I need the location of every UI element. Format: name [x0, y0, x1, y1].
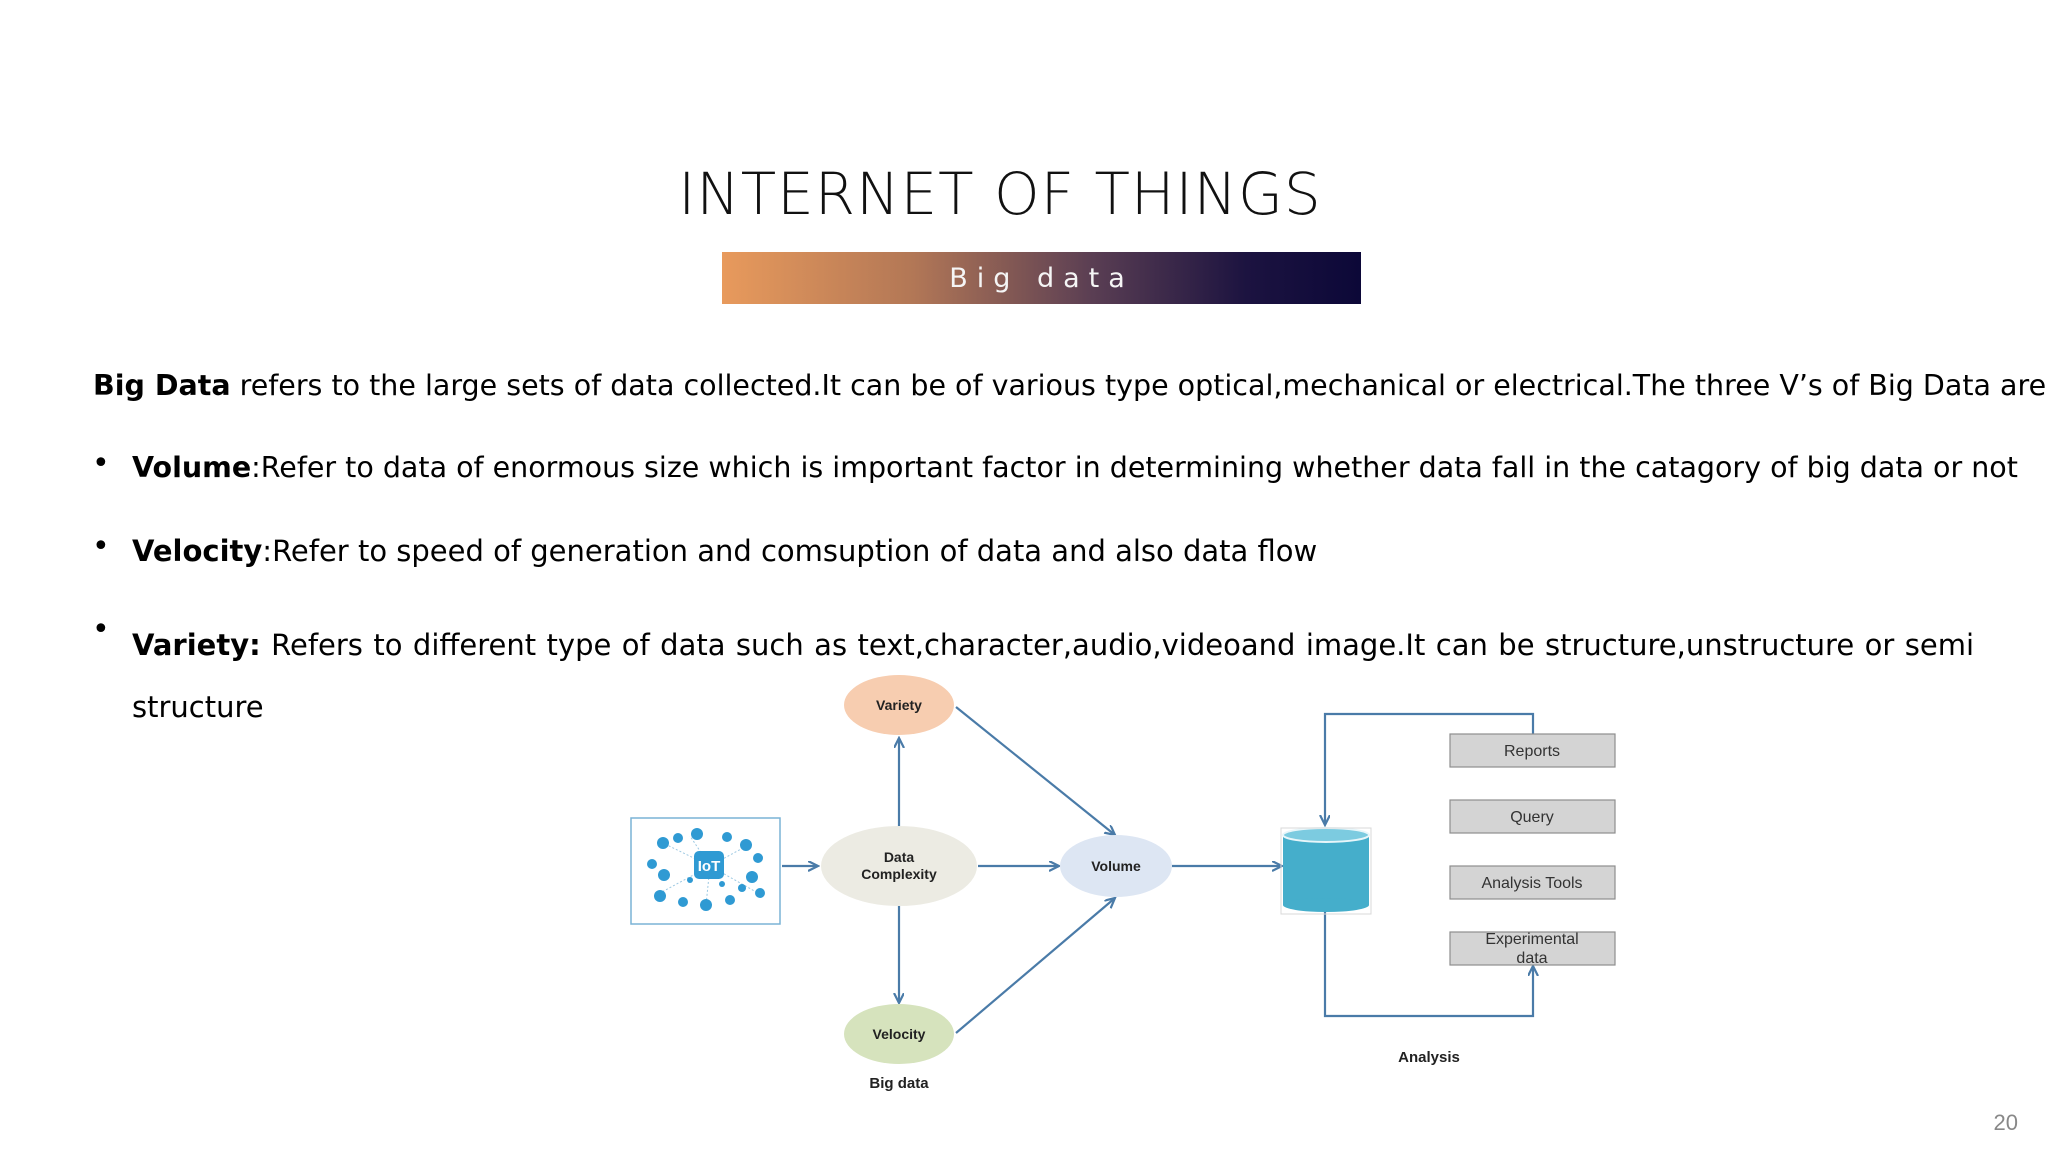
big-data-caption: Big data: [869, 1075, 929, 1092]
iot-badge-text: IoT: [698, 858, 721, 875]
query-label: Query: [1510, 809, 1554, 826]
bullet-term: Variety:: [132, 628, 261, 662]
bullet-term: Velocity: [132, 534, 263, 568]
subtitle-text: Big data: [949, 262, 1134, 294]
subtitle-banner: Big data: [722, 252, 1361, 304]
bullet-dot: •: [92, 446, 110, 481]
bullet-variety: Variety: Refers to different type of dat…: [132, 614, 1974, 738]
variety-node: [844, 675, 954, 735]
analysis-caption: Analysis: [1398, 1049, 1460, 1066]
volume-label: Volume: [1091, 858, 1141, 874]
intro-bold: Big Data: [93, 369, 231, 402]
variety-label: Variety: [876, 697, 922, 713]
data-complexity-label-line2: Complexity: [861, 866, 937, 882]
slide-title: INTERNET OF THINGS: [678, 160, 1322, 228]
bullet-text: Refers to different type of data such as…: [132, 628, 1974, 724]
intro-paragraph: Big Data refers to the large sets of dat…: [93, 366, 2046, 406]
bullet-term: Volume: [132, 451, 252, 484]
bullet-text: :Refer to speed of generation and comsup…: [262, 534, 1318, 568]
bullet-velocity: Velocity:Refer to speed of generation an…: [132, 531, 1974, 571]
analysis-tools-label: Analysis Tools: [1481, 875, 1582, 892]
data-complexity-label-line1: Data: [884, 849, 915, 865]
bullet-text: :Refer to data of enormous size which is…: [251, 451, 2018, 484]
experimental-label-line2: data: [1516, 950, 1547, 967]
intro-text: refers to the large sets of data collect…: [230, 369, 2047, 402]
experimental-label-line1: Experimental: [1485, 931, 1578, 948]
experimental-data-box: Experimental data: [1449, 931, 1616, 967]
diagram-arrows: [782, 706, 1533, 1034]
query-box: Query: [1449, 799, 1616, 834]
bullet-volume: Volume:Refer to data of enormous size wh…: [132, 448, 2018, 488]
iot-cloud-image: IoT: [630, 817, 781, 925]
analysis-tools-box: Analysis Tools: [1449, 865, 1616, 900]
reports-label: Reports: [1504, 743, 1560, 760]
volume-node: [1060, 835, 1172, 897]
reports-box: Reports: [1449, 733, 1616, 768]
page-number: 20: [1993, 1110, 2018, 1135]
bullet-dot: •: [92, 529, 110, 564]
data-complexity-node: [821, 826, 977, 906]
database-icon: [1280, 827, 1372, 915]
velocity-label: Velocity: [873, 1026, 926, 1042]
velocity-node: [844, 1004, 954, 1064]
bullet-dot: •: [92, 612, 110, 647]
